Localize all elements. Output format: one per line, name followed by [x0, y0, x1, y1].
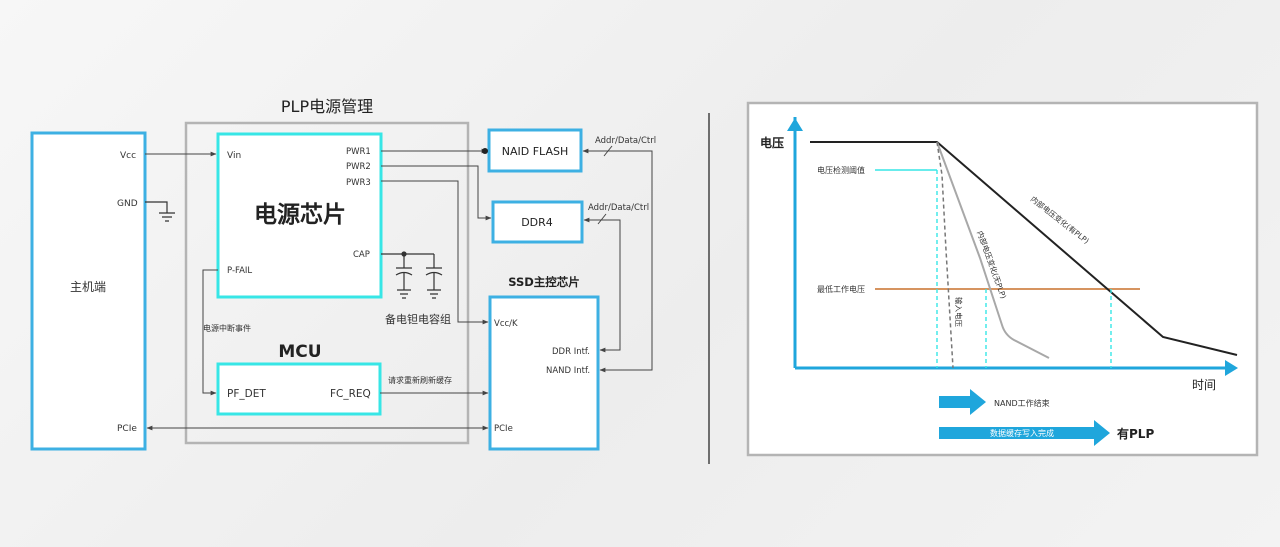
plp-frame	[184, 121, 470, 445]
internal-voltage-with-plp-curve	[810, 141, 1238, 356]
ssd-nand-intf: NAND Intf.	[546, 366, 590, 376]
addr-data-ctrl-ddr: Addr/Data/Ctrl	[588, 203, 649, 213]
tantalum-capacitor-bank	[381, 251, 443, 299]
chart-frame	[746, 101, 1259, 457]
ssd-controller-title: SSD主控芯片	[508, 275, 580, 289]
min-voltage-label: 最低工作电压	[817, 284, 865, 294]
nand-done-arrow	[939, 389, 986, 415]
x-axis-arrow-icon	[1225, 360, 1238, 376]
mcu-title: MCU	[278, 342, 321, 362]
with-plp-label: 有PLP	[1117, 426, 1154, 441]
power-chip-pwr2: PWR2	[346, 162, 371, 172]
ssd-pcie: PCIe	[494, 424, 513, 434]
host-label: 主机端	[70, 280, 106, 294]
time-markers	[936, 170, 1112, 368]
x-axis-label: 时间	[1192, 378, 1216, 392]
nand-done-label: NAND工作结束	[994, 398, 1050, 408]
addr-data-ctrl-nand: Addr/Data/Ctrl	[595, 136, 656, 146]
ddr4-label: DDR4	[521, 216, 553, 229]
mcu-box	[216, 362, 382, 416]
nand-flash-label: NAID FLASH	[502, 145, 568, 158]
host-vcc-label: Vcc	[120, 151, 136, 161]
power-chip-title: 电源芯片	[254, 201, 346, 228]
host-gnd-label: GND	[117, 199, 138, 209]
ssd-controller-box	[488, 295, 600, 451]
host-pcie-label: PCIe	[117, 424, 137, 434]
input-voltage-label: 输入电压	[954, 297, 964, 327]
ssd-vcck: Vcc/K	[494, 319, 518, 329]
input-voltage-curve	[936, 141, 954, 369]
mcu-fc-req: FC_REQ	[330, 388, 371, 400]
y-axis-label: 电压	[760, 135, 784, 150]
internal-voltage-without-plp-curve	[936, 141, 1050, 359]
ddr4-box	[491, 200, 584, 244]
detect-threshold-label: 电压检测阈值	[817, 165, 865, 175]
ground-symbol	[145, 201, 175, 222]
power-chip-pwr1: PWR1	[346, 147, 371, 157]
power-chip-cap: CAP	[353, 250, 370, 260]
connection-lines	[145, 145, 653, 431]
mcu-pf-det: PF_DET	[227, 388, 266, 400]
cap-bank-label: 备电钽电容组	[385, 312, 451, 326]
power-chip-box	[216, 132, 383, 299]
power-interrupt-label: 电源中断事件	[203, 323, 251, 333]
data-written-label: 数据缓存写入完成	[990, 428, 1054, 438]
y-axis-arrow-icon	[787, 118, 803, 131]
junction-dot	[482, 148, 488, 154]
voltage-time-chart: 电压 时间 电压检测阈值 最低工作电压 内部电压变化(有PLP) 内部电压变化(…	[746, 101, 1259, 457]
host-box	[30, 131, 147, 451]
plp-title: PLP电源管理	[281, 97, 373, 116]
ssd-ddr-intf: DDR Intf.	[552, 347, 590, 357]
nand-flash-box	[487, 128, 583, 173]
power-chip-vin: Vin	[227, 151, 241, 161]
power-chip-pfail: P-FAIL	[227, 266, 252, 276]
flush-request-label: 请求重新刷新缓存	[388, 375, 452, 385]
plp-block-diagram: 主机端 Vcc GND PCIe PLP电源管理 电源芯片 Vin PWR1 P…	[30, 97, 656, 451]
data-written-arrow	[939, 420, 1110, 446]
power-chip-pwr3: PWR3	[346, 178, 371, 188]
